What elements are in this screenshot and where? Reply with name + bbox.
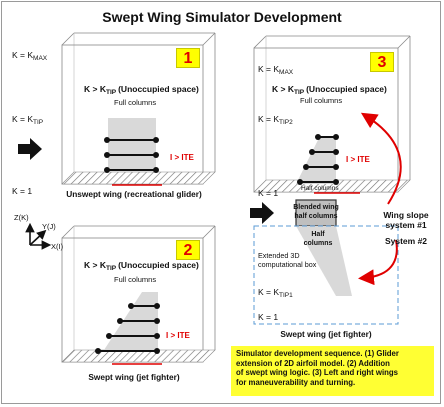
blended-wing-line1: Blended wing <box>293 204 339 211</box>
note-line: extension of 2D airfoil model. (2) Addit… <box>236 358 390 368</box>
note-line: for maneuverability and turning. <box>236 377 356 387</box>
diagram-title: Swept Wing Simulator Development <box>102 9 342 25</box>
big-arrow-middle <box>250 202 274 224</box>
svg-text:K > KTIP(Unoccupied space): K > KTIP(Unoccupied space) <box>84 84 199 96</box>
wing-section-3-lower <box>296 226 352 296</box>
system2-label: System #2 <box>385 236 427 246</box>
ite-label-2: I > ITE <box>166 331 190 340</box>
half-columns-label: Half columns <box>301 185 339 192</box>
axis-z-label: Z(K) <box>14 213 29 222</box>
ite-label-3: I > ITE <box>346 155 370 164</box>
badge-step-2: 2 <box>176 240 200 260</box>
panel-3 <box>253 35 411 325</box>
caption-panel-3: Swept wing (jet fighter) <box>280 329 371 339</box>
full-columns-label-2: Full columns <box>114 275 156 284</box>
extended-computational-box <box>253 225 399 325</box>
axis-y-label: Y(J) <box>42 222 56 231</box>
caption-panel-1: Unswept wing (recreational glider) <box>66 189 202 199</box>
note-line: of swept wing logic. (3) Left and right … <box>236 368 398 378</box>
half-label-line1: Half <box>311 231 325 238</box>
full-columns-label-1: Full columns <box>114 98 156 107</box>
panel-2 <box>61 225 216 365</box>
axis-x-label: X(I) <box>51 242 64 251</box>
wing-slope-label-line1: Wing slope <box>383 210 429 220</box>
ground-hatch-3 <box>253 179 411 193</box>
half-label-line2: columns <box>304 240 333 247</box>
k1-label-3: K = 1 <box>258 188 278 198</box>
badge-step-3: 3 <box>370 52 394 72</box>
blended-wing-line2: half columns <box>294 213 337 220</box>
svg-text:K = KTIP1: K = KTIP1 <box>258 287 293 299</box>
svg-text:K = KTIP2: K = KTIP2 <box>258 114 293 126</box>
wing-section-3-upper <box>296 136 336 184</box>
development-note: Simulator development sequence. (1) Glid… <box>231 346 434 396</box>
full-columns-label-3: Full columns <box>300 96 342 105</box>
svg-text:K = KMAX: K = KMAX <box>258 64 294 76</box>
badge-step-1: 1 <box>176 48 200 68</box>
k1-label-1: K = 1 <box>12 186 32 196</box>
svg-text:K > KTIP(Unoccupied space): K > KTIP(Unoccupied space) <box>84 260 199 272</box>
ground-hatch-1 <box>61 171 216 185</box>
ground-hatch-2 <box>61 349 216 363</box>
panel-1 <box>61 32 216 186</box>
caption-panel-2: Swept wing (jet fighter) <box>88 372 179 382</box>
note-line: Simulator development sequence. (1) Glid… <box>236 349 399 358</box>
svg-text:K = KTIP: K = KTIP <box>12 114 43 126</box>
wing-slope-label-line2: system #1 <box>385 220 426 230</box>
extended-box-line1: Extended 3D <box>258 251 300 260</box>
wing-slope-arrow-2 <box>358 239 398 286</box>
svg-text:K > KTIP(Unoccupied space): K > KTIP(Unoccupied space) <box>272 84 387 96</box>
svg-text:K = KMAX: K = KMAX <box>12 50 48 62</box>
wing-slope-arrow-1 <box>360 112 402 205</box>
axis-icon <box>25 222 52 250</box>
ite-label-1: I > ITE <box>170 153 194 162</box>
extended-box-line2: computational box <box>258 260 317 269</box>
k1-label-panel3-lower: K = 1 <box>258 312 278 322</box>
wing-section-1 <box>108 118 156 172</box>
big-arrow-left <box>18 138 42 160</box>
